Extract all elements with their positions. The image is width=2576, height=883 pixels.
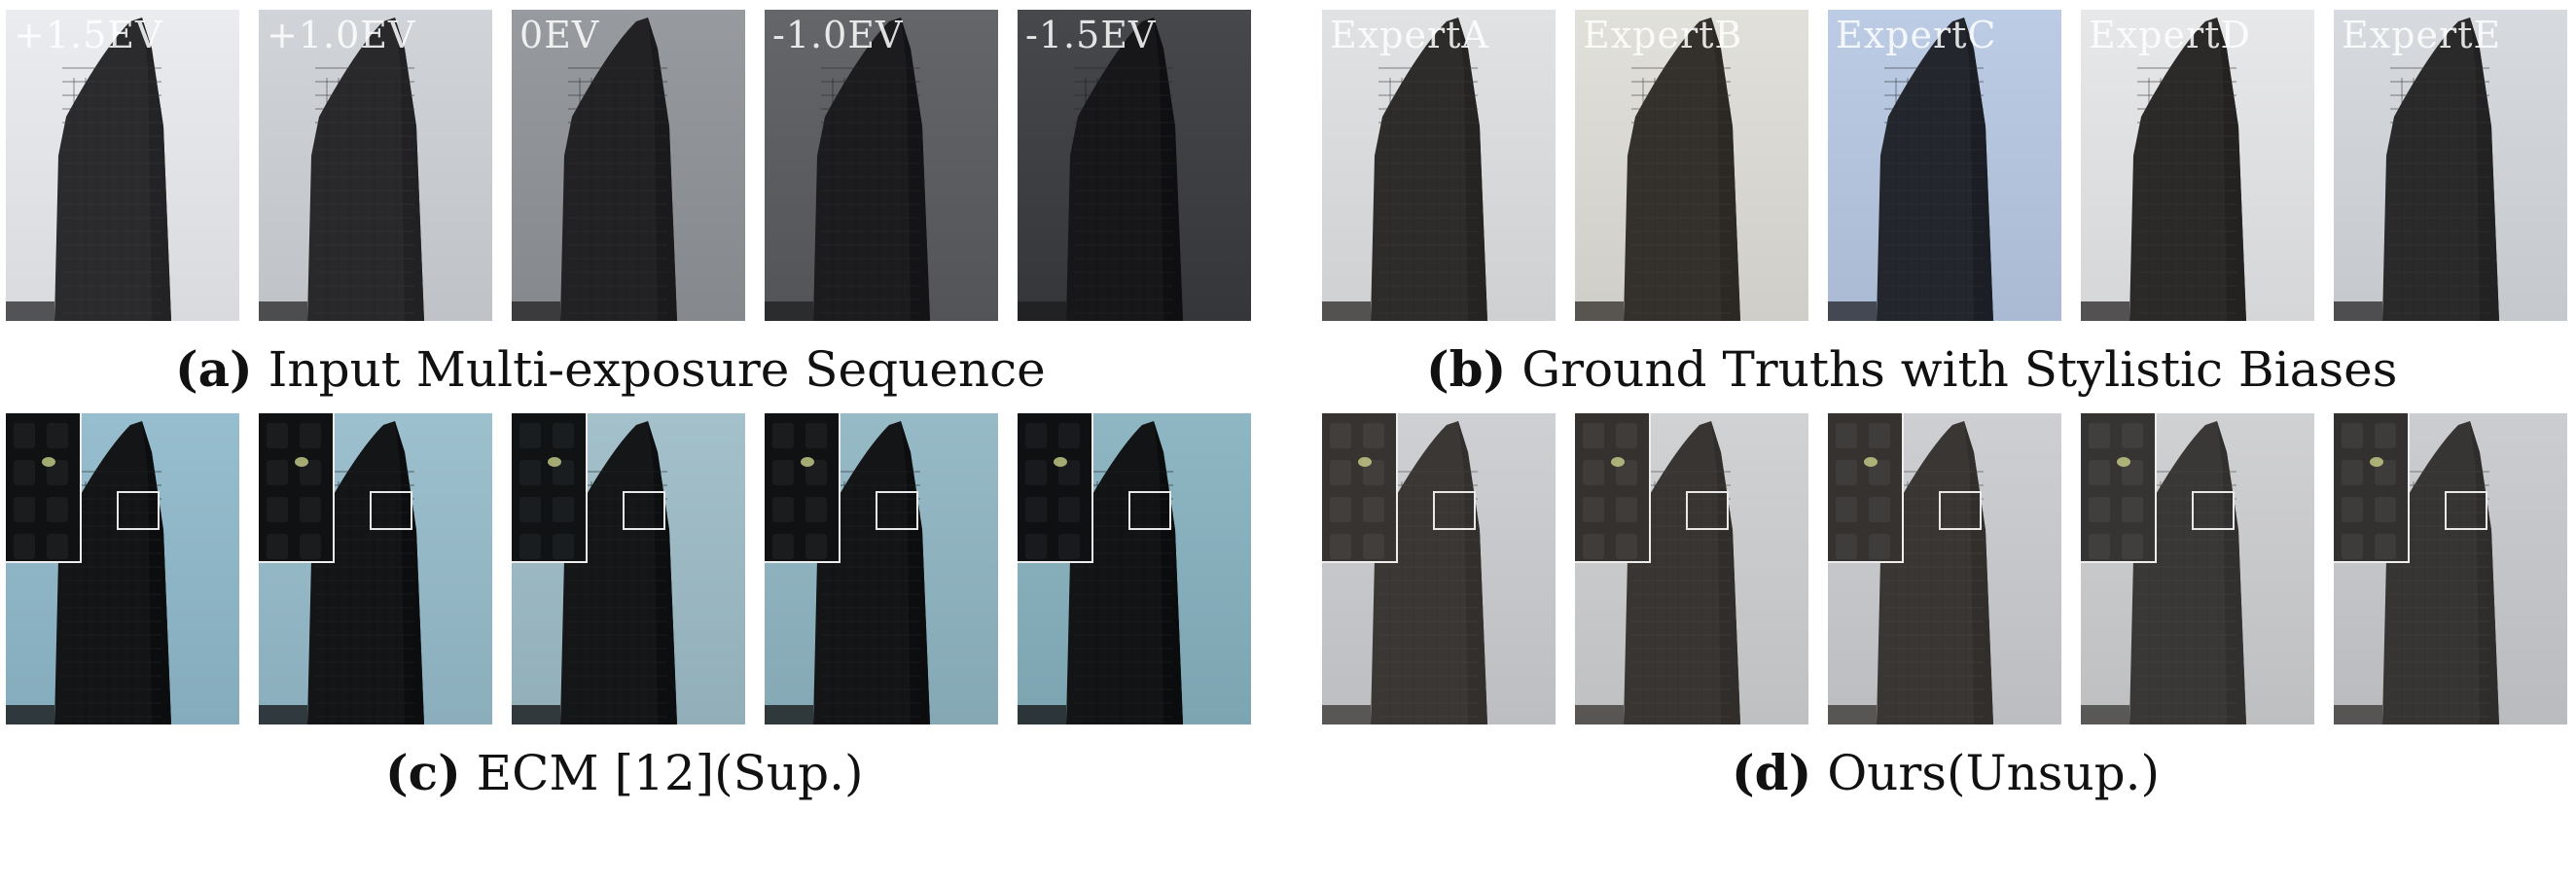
zoom-inset-image — [1828, 413, 1902, 561]
caption-text: Ours(Unsup.) — [1827, 745, 2161, 801]
flatiron-photo — [1018, 413, 1251, 724]
panel-b-5: ExpertE — [2334, 10, 2567, 321]
zoom-box — [1939, 491, 1982, 530]
exposure-label: 0EV — [519, 14, 600, 56]
panel-c-3 — [512, 413, 745, 724]
zoom-inset-image — [6, 413, 80, 561]
flatiron-photo — [512, 10, 745, 321]
zoom-inset-image — [1322, 413, 1396, 561]
caption-c: (c) ECM [12](Sup.) — [385, 744, 864, 801]
flatiron-photo — [765, 413, 998, 724]
panel-a-3: 0EV — [512, 10, 745, 321]
zoom-inset — [1828, 413, 1904, 563]
caption-b: (b) Ground Truths with Stylistic Biases — [1426, 340, 2397, 398]
flatiron-photo — [1322, 10, 1556, 321]
flatiron-photo — [2334, 10, 2567, 321]
zoom-box — [623, 491, 665, 530]
caption-tag: (a) — [175, 340, 253, 398]
flatiron-photo — [259, 413, 492, 724]
flatiron-photo — [2334, 413, 2567, 724]
zoom-box — [370, 491, 412, 530]
zoom-inset — [1575, 413, 1651, 563]
panel-b-1: ExpertA — [1322, 10, 1556, 321]
expert-label: ExpertC — [1836, 14, 1997, 56]
panel-d-3 — [1828, 413, 2061, 724]
zoom-inset — [259, 413, 335, 563]
flatiron-photo — [765, 10, 998, 321]
flatiron-photo — [6, 413, 239, 724]
zoom-inset-image — [1575, 413, 1649, 561]
panel-d-4 — [2081, 413, 2314, 724]
zoom-box — [1128, 491, 1171, 530]
exposure-label: -1.5EV — [1025, 14, 1157, 56]
panel-c-1 — [6, 413, 239, 724]
exposure-label: +1.0EV — [267, 14, 416, 56]
panel-d-1 — [1322, 413, 1556, 724]
zoom-inset-image — [512, 413, 586, 561]
panel-a-1: +1.5EV — [6, 10, 239, 321]
zoom-box — [1686, 491, 1729, 530]
flatiron-photo — [1575, 10, 1808, 321]
panel-c-2 — [259, 413, 492, 724]
caption-text: Ground Truths with Stylistic Biases — [1521, 341, 2398, 398]
panel-b-4: ExpertD — [2081, 10, 2314, 321]
panel-a-4: -1.0EV — [765, 10, 998, 321]
flatiron-photo — [1828, 10, 2061, 321]
zoom-inset-image — [765, 413, 839, 561]
expert-label: ExpertE — [2342, 14, 2502, 56]
flatiron-photo — [512, 413, 745, 724]
zoom-inset-image — [2334, 413, 2408, 561]
zoom-inset — [765, 413, 841, 563]
caption-tag: (c) — [385, 744, 461, 801]
flatiron-photo — [259, 10, 492, 321]
expert-label: ExpertD — [2089, 14, 2251, 56]
zoom-inset-image — [259, 413, 333, 561]
panel-a-5: -1.5EV — [1018, 10, 1251, 321]
panel-c-5 — [1018, 413, 1251, 724]
zoom-box — [876, 491, 918, 530]
caption-d: (d) Ours(Unsup.) — [1732, 744, 2160, 801]
caption-tag: (b) — [1426, 340, 1507, 398]
zoom-inset — [1018, 413, 1093, 563]
caption-a: (a) Input Multi-exposure Sequence — [175, 340, 1046, 398]
zoom-inset-image — [2081, 413, 2155, 561]
flatiron-photo — [2081, 10, 2314, 321]
caption-text: Input Multi-exposure Sequence — [268, 341, 1046, 398]
panel-d-2 — [1575, 413, 1808, 724]
zoom-inset — [6, 413, 82, 563]
zoom-inset — [2081, 413, 2157, 563]
zoom-inset-image — [1018, 413, 1091, 561]
panel-c-4 — [765, 413, 998, 724]
panel-a-2: +1.0EV — [259, 10, 492, 321]
panel-d-5 — [2334, 413, 2567, 724]
expert-label: ExpertA — [1330, 14, 1489, 56]
zoom-box — [1433, 491, 1476, 530]
flatiron-photo — [6, 10, 239, 321]
caption-text: ECM [12](Sup.) — [476, 745, 864, 801]
zoom-box — [2445, 491, 2487, 530]
flatiron-photo — [1018, 10, 1251, 321]
zoom-box — [117, 491, 160, 530]
panel-b-3: ExpertC — [1828, 10, 2061, 321]
expert-label: ExpertB — [1583, 14, 1743, 56]
panel-b-2: ExpertB — [1575, 10, 1808, 321]
exposure-label: +1.5EV — [14, 14, 163, 56]
caption-tag: (d) — [1732, 744, 1812, 801]
zoom-inset — [2334, 413, 2410, 563]
zoom-inset — [512, 413, 588, 563]
zoom-box — [2192, 491, 2235, 530]
exposure-label: -1.0EV — [772, 14, 904, 56]
zoom-inset — [1322, 413, 1398, 563]
